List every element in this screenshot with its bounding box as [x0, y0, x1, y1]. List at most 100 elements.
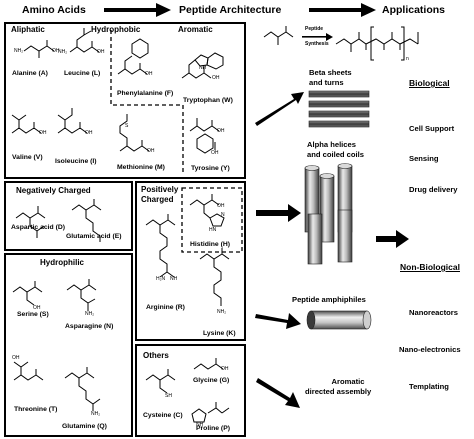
helix-cylinder-2-top: [319, 173, 335, 179]
header-arrow-2-head: [361, 3, 376, 17]
molecule-leucine: [69, 28, 100, 53]
chem-nh-proline: NH: [196, 422, 204, 428]
molecule-alanine: [23, 40, 55, 58]
synthesis-subscript-n: n: [406, 56, 409, 62]
ring-proline: [191, 408, 207, 423]
molecule-asparagine: [66, 279, 97, 311]
architecture-beta-line-2: and turns: [309, 78, 344, 87]
chem-s-methionine: S: [125, 123, 129, 129]
architecture-alpha-line-2: and coiled coils: [307, 150, 364, 159]
synthesis-arrow-shaft: [302, 36, 326, 38]
chem-nh2-asparagine: NH₂: [85, 311, 95, 317]
chem-oh-histidine: OH: [217, 203, 225, 209]
chem-nh-arginine: NH: [170, 276, 178, 282]
label-threonine: Threonine (T): [14, 406, 58, 413]
chem-hn-histidine: HN: [209, 227, 217, 233]
chem-oh-tryptophan: OH: [212, 75, 220, 81]
label-proline: Proline (P): [196, 425, 230, 432]
synthesis-label-line-1: Peptide: [305, 26, 324, 32]
beta-sheet-1: [308, 90, 370, 98]
molecule-aspartic-acid: [15, 206, 46, 238]
box-positively-charged: [135, 181, 246, 341]
group-hydrophobic: Hydrophobic: [91, 25, 141, 34]
header-arrow-2-shaft: [309, 8, 361, 12]
chem-oh-leucine: OH: [97, 49, 105, 55]
amphiphile-graphic: [306, 310, 372, 330]
label-leucine: Leucine (L): [64, 70, 101, 77]
label-aspartic-acid: Aspartic acid (D): [11, 224, 66, 231]
chem-oh-glycine: OH: [221, 366, 229, 372]
chem-oh-methionine: OH: [147, 148, 155, 154]
label-serine: Serine (S): [17, 311, 49, 318]
helix-cylinder-4: [307, 213, 323, 265]
architecture-aromatic-line-1: Aromatic: [331, 377, 365, 386]
hydrophobic-dashed-border: [110, 30, 184, 175]
arrow-to-applications: [376, 230, 409, 248]
group-boxes: [4, 22, 246, 437]
label-glutamine: Glutamine (Q): [62, 423, 107, 430]
chem-nh2-leucine: NH₂: [58, 49, 68, 55]
helix-cylinder-3-top: [337, 163, 353, 169]
molecule-lysine: [199, 248, 230, 306]
chem-oh-valine: OH: [39, 130, 47, 136]
chem-oh-threonine: OH: [12, 355, 20, 361]
synthesis-arrow: [302, 33, 333, 41]
architecture-arrows: [255, 92, 409, 408]
synthesis-label-line-2: Synthesis: [305, 41, 329, 47]
arrow-to-beta-sheets: [255, 92, 304, 126]
label-isoleucine: Isoleucine (I): [55, 158, 97, 165]
beta-sheet-4: [308, 120, 370, 128]
application-drug-delivery: Drug delivery: [409, 185, 458, 194]
ring-histidine: [209, 213, 225, 227]
chem-oh-isoleucine: OH: [85, 130, 93, 136]
molecule-valine: [11, 114, 42, 134]
molecule-skeletons: [11, 26, 419, 423]
chem-oh-alanine: OH: [52, 48, 60, 54]
amphiphile-tube-cap: [362, 310, 372, 330]
chem-h2n-arginine: H₂N: [156, 276, 166, 282]
application-nanoreactors: Nanoreactors: [409, 308, 458, 317]
chem-oh-tyrosine-ring: OH: [211, 150, 219, 156]
chem-nh2-glutamine: NH₂: [91, 411, 101, 417]
helix-cylinder-5: [337, 209, 353, 263]
molecule-isoleucine: [57, 108, 88, 134]
molecule-glycine: [193, 358, 224, 370]
application-cell-support: Cell Support: [409, 124, 455, 133]
polymer-bracket-left: [370, 26, 374, 61]
molecule-glutamine: [64, 367, 101, 411]
architecture-beta-line-1: Beta sheets: [309, 68, 352, 77]
architecture-aromatic-line-2: directed assembly: [305, 387, 372, 396]
architecture-amphiphiles: Peptide amphiphiles: [292, 295, 366, 304]
label-alanine: Alanine (A): [12, 70, 48, 77]
label-cysteine: Cysteine (C): [143, 412, 183, 419]
application-non-biological-heading: Non-Biological: [400, 262, 460, 272]
box-hydrophilic: [4, 253, 133, 437]
label-valine: Valine (V): [12, 154, 43, 161]
helix-cylinder-1-top: [304, 165, 320, 171]
group-aliphatic: Aliphatic: [11, 25, 45, 34]
group-aromatic: Aromatic: [178, 25, 213, 34]
group-hydrophilic: Hydrophilic: [40, 258, 85, 267]
header-amino-acids: Amino Acids: [22, 4, 86, 16]
chem-nh2-lysine: NH₂: [217, 309, 227, 315]
header-arrow-1-head: [156, 3, 171, 17]
beta-sheet-2: [308, 100, 370, 108]
synthesis-monomer: [263, 26, 294, 45]
chem-nh-tryptophan: NH: [199, 65, 207, 71]
chem-oh-phenylalanine: OH: [145, 71, 153, 77]
box-others: [135, 344, 246, 437]
synthesis-arrow-head: [326, 33, 333, 41]
group-negatively-charged: Negatively Charged: [16, 186, 91, 195]
application-sensing: Sensing: [409, 154, 439, 163]
arrow-to-amphiphiles: [255, 313, 301, 329]
header-applications: Applications: [382, 4, 446, 16]
molecule-glutamic-acid: [71, 199, 102, 242]
molecule-histidine: [189, 194, 220, 219]
label-arginine: Arginine (R): [146, 304, 185, 311]
box-negatively-charged: [4, 181, 133, 251]
molecule-tryptophan: [181, 59, 212, 79]
header-peptide-architecture: Peptide Architecture: [179, 4, 282, 16]
ring-phenylalanine: [131, 38, 149, 59]
